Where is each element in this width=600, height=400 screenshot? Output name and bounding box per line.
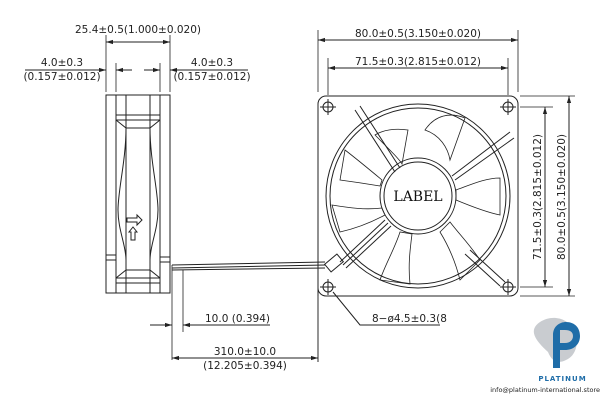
watermark-brand: PLATINUM [538,375,587,383]
mounting-holes-note: 8−ø4.5±0.3(8 [372,313,447,325]
strip-length-dim: 10.0 (0.394) [205,313,270,325]
right-flange-in: (0.157±0.012) [173,71,250,83]
side-view [25,35,248,294]
platinum-logo-icon [533,317,580,368]
left-flange-mm: 4.0±0.3 [41,57,83,69]
hole-spacing-height-dim: 71.5±0.3(2.815±0.012) [532,134,544,260]
lead-length-in: (12.205±0.394) [203,360,287,372]
right-flange-mm: 4.0±0.3 [191,57,233,69]
hub-label: LABEL [393,189,442,205]
watermark-email: info@platinum-international.store [490,386,600,394]
hole-spacing-width-dim: 71.5±0.3(2.815±0.012) [355,56,481,68]
lead-wire [150,261,326,362]
side-width-dim: 25.4±0.5(1.000±0.020) [75,24,201,36]
front-view: LABEL [317,30,575,362]
left-flange-in: (0.157±0.012) [23,71,100,83]
overall-height-dim: 80.0±0.5(3.150±0.020) [556,134,568,260]
lead-length-mm: 310.0±10.0 [214,346,276,358]
overall-width-dim: 80.0±0.5(3.150±0.020) [355,28,481,40]
